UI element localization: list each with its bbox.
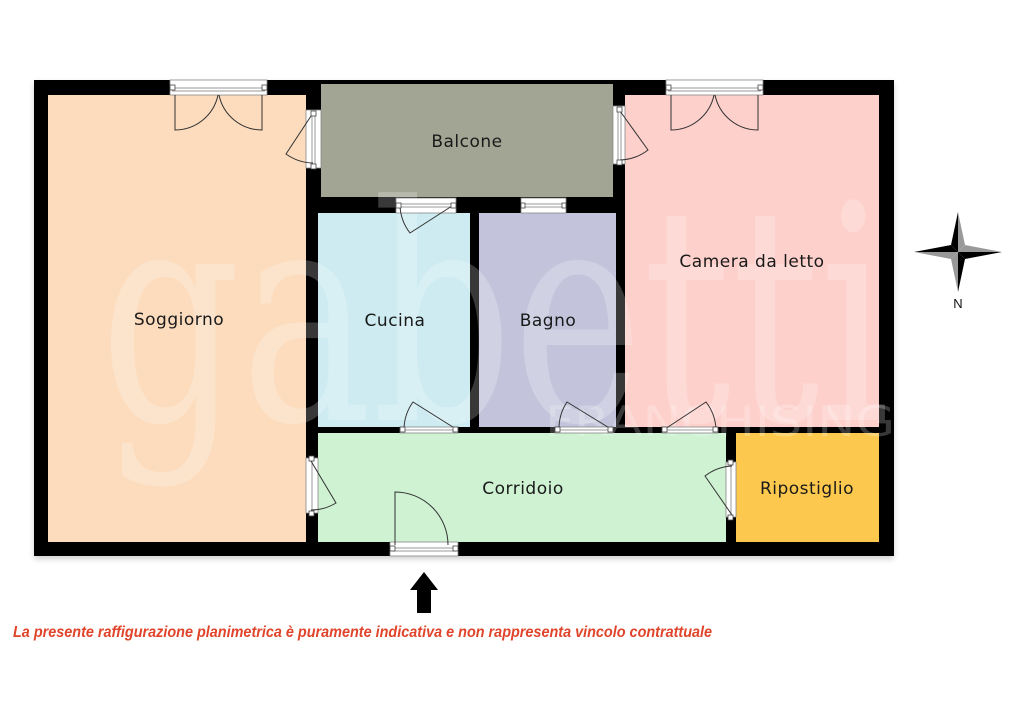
- watermark-sub: FRANCHISING: [545, 397, 895, 446]
- room-label-cucina: Cucina: [365, 311, 426, 331]
- room-bagno: [479, 213, 616, 427]
- compass-rose-icon: [914, 212, 1002, 292]
- door-swing: [174, 94, 219, 131]
- door-swing: [310, 460, 337, 511]
- door-swings: [174, 94, 759, 546]
- door-swing: [218, 94, 263, 131]
- room-corridoio: [318, 433, 726, 542]
- door-swing: [399, 205, 453, 234]
- hinges: [169, 84, 764, 552]
- room-label-bagno: Bagno: [520, 311, 577, 331]
- room-label-soggiorno: Soggiorno: [134, 310, 224, 330]
- room-cucina: [318, 213, 470, 427]
- door-swing: [704, 465, 733, 516]
- door-balcone-cucina: [395, 197, 457, 214]
- room-label-camera: Camera da letto: [679, 252, 824, 272]
- window-sashes: [172, 87, 761, 552]
- door-swing: [714, 94, 759, 131]
- disclaimer-text: La presente raffigurazione planimetrica …: [13, 624, 713, 641]
- compass-north-label: N: [953, 296, 962, 311]
- room-label-ripostiglio: Ripostiglio: [760, 479, 854, 499]
- room-camera: [625, 95, 879, 427]
- door-swing: [619, 110, 649, 161]
- door-soggiorno-balcone: [305, 109, 322, 169]
- room-label-corridoio: Corridoio: [482, 479, 564, 499]
- door-swing: [394, 491, 449, 546]
- watermark-brand: gabetti: [100, 142, 890, 491]
- door-swing: [285, 112, 314, 164]
- window-bagno: [520, 197, 567, 214]
- door-swing: [664, 401, 717, 430]
- watermark: gabetti FRANCHISING: [100, 142, 895, 491]
- door-swing: [670, 94, 715, 131]
- room-label-balcone: Balcone: [431, 132, 502, 152]
- door-swing: [403, 401, 457, 430]
- room-soggiorno: [48, 95, 306, 542]
- room-balcone: [321, 84, 613, 197]
- entrance-arrow-icon: [410, 572, 438, 613]
- room-ripostiglio: [736, 433, 879, 542]
